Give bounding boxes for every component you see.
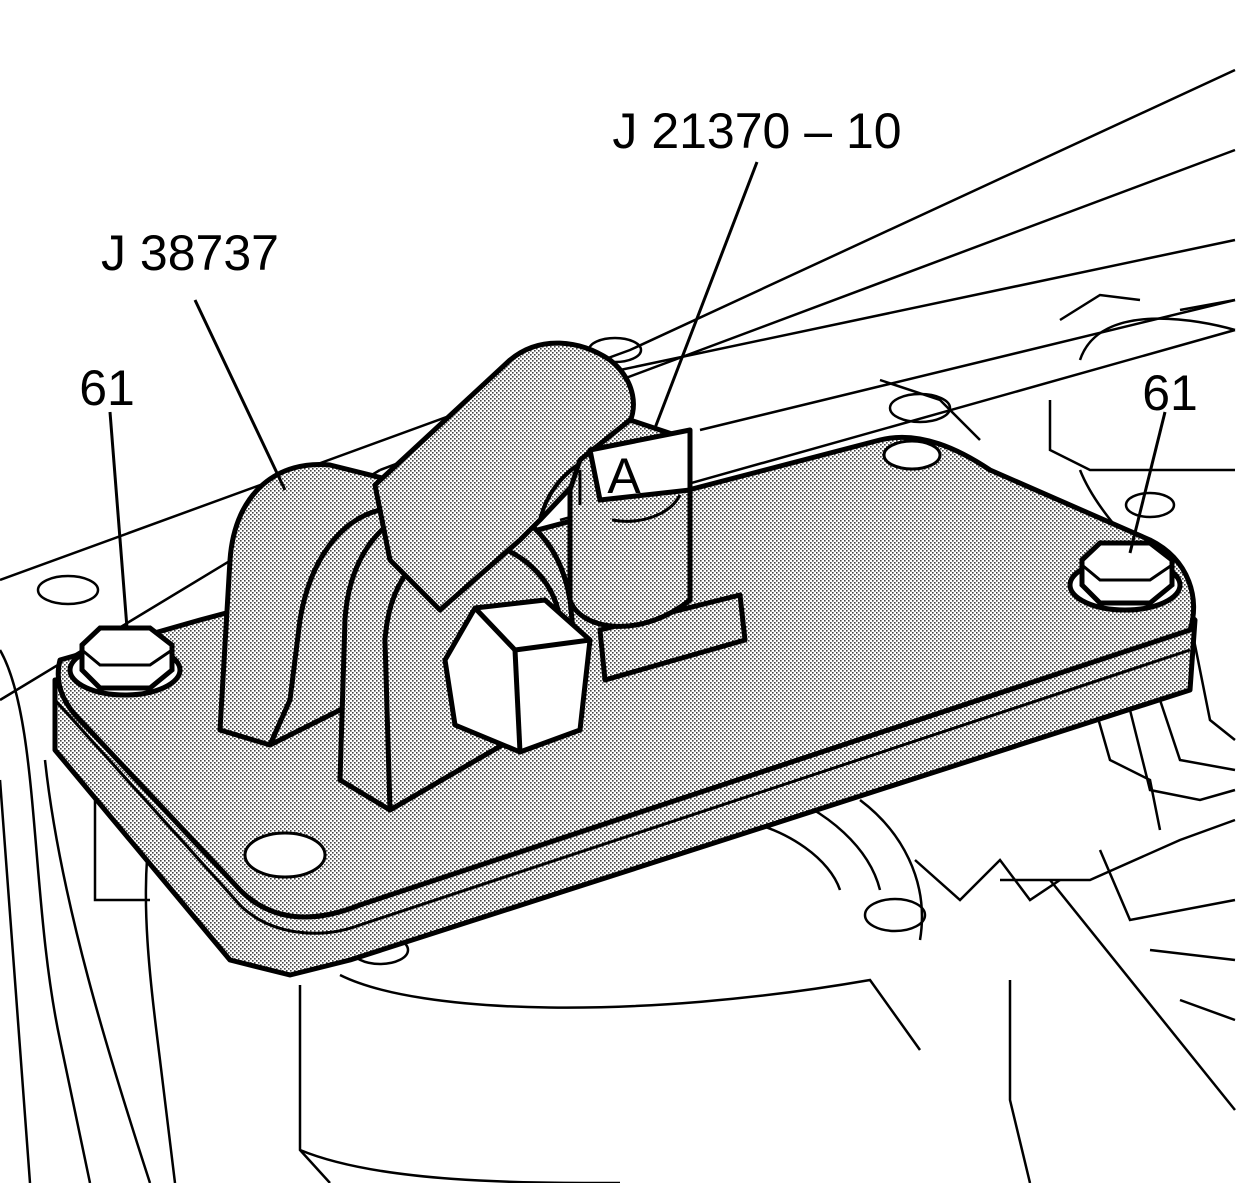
bolt-left: [67, 625, 183, 698]
callout-j21370-10: J 21370 – 10: [612, 103, 901, 159]
callout-61-left: 61: [79, 360, 135, 416]
leader-lines: [108, 161, 1167, 629]
pin-marker-label: A: [607, 448, 641, 504]
leader-j21370: [653, 161, 759, 429]
leader-61-right: [1128, 411, 1167, 554]
center-hex-bolt: [442, 597, 593, 755]
leader-j38737: [193, 299, 287, 491]
leader-61-left: [108, 411, 129, 629]
callout-j38737: J 38737: [101, 225, 279, 281]
gauge-pin: [567, 417, 748, 683]
bolt-right: [1067, 540, 1183, 613]
callout-61-right: 61: [1142, 365, 1198, 421]
